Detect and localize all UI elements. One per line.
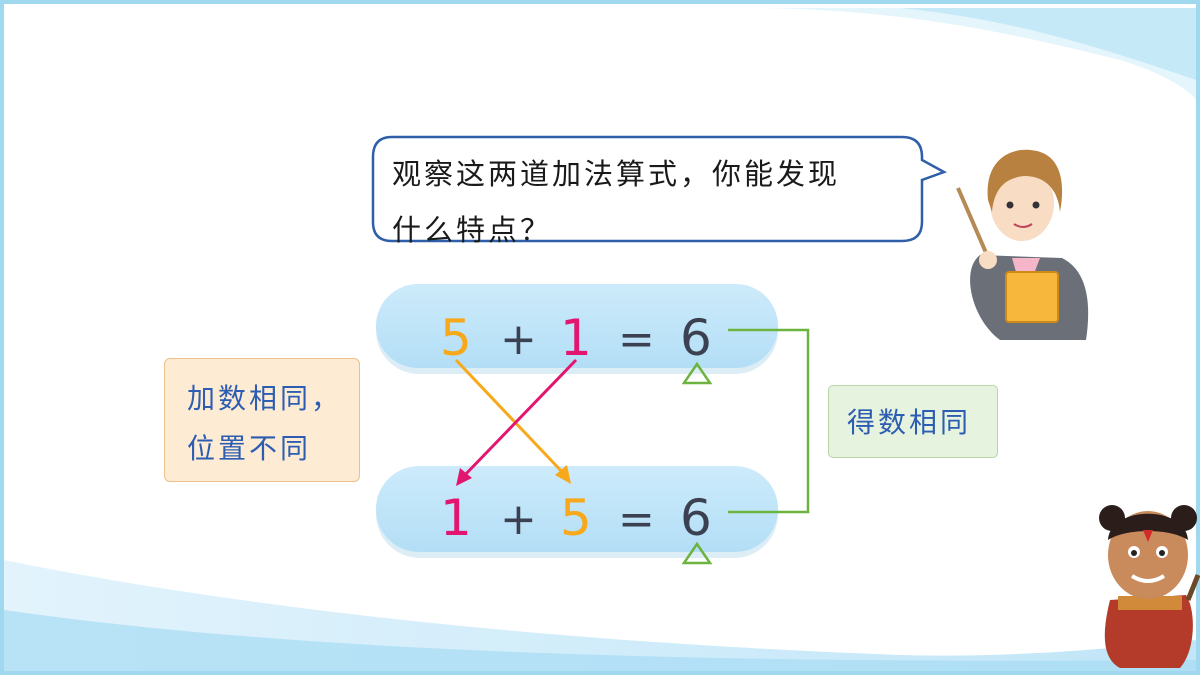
arrow-pink-head [456,468,472,486]
addend-b: 5 [560,489,592,547]
equation-pill-top [376,284,778,368]
bubble-line-2: 什么特点？ [392,213,553,247]
note-right-text: 得数相同 [847,406,972,439]
plus-sign: + [500,494,537,545]
bubble-line-1: 观察这两道加法算式，你能发现 [392,157,841,191]
triangle-marker-icon [681,541,713,565]
speech-bubble [371,135,948,243]
sum-result: 6 [680,489,712,547]
equals-sign: = [618,494,655,545]
cartoon-boy-illustration [1099,505,1200,668]
addend-a: 1 [440,489,472,547]
arrow-orange [454,358,568,478]
equation-top: 5 + 1 = 6 [376,298,776,378]
arrow-pink [460,358,578,480]
result-bracket [728,328,810,514]
addend-b: 1 [560,309,592,367]
note-results-same: 得数相同 [828,385,998,458]
sum-result: 6 [680,309,712,367]
note-left-line-1: 加数相同， [187,382,343,415]
addend-a: 5 [440,309,472,367]
decor-wave-bottom-2 [4,610,1196,671]
decor-wave-top-2 [900,8,1196,80]
note-left-line-2: 位置不同 [187,432,312,465]
triangle-marker-icon [681,361,713,385]
plus-sign: + [500,314,537,365]
note-addends-same: 加数相同， 位置不同 [164,358,360,482]
arrow-orange-head [555,465,571,484]
speech-bubble-text: 观察这两道加法算式，你能发现 什么特点？ [392,146,892,258]
equals-sign: = [618,314,655,365]
equation-pill-bottom [376,466,778,552]
teacher-illustration [956,149,1089,340]
equation-bottom: 1 + 5 = 6 [376,478,776,558]
